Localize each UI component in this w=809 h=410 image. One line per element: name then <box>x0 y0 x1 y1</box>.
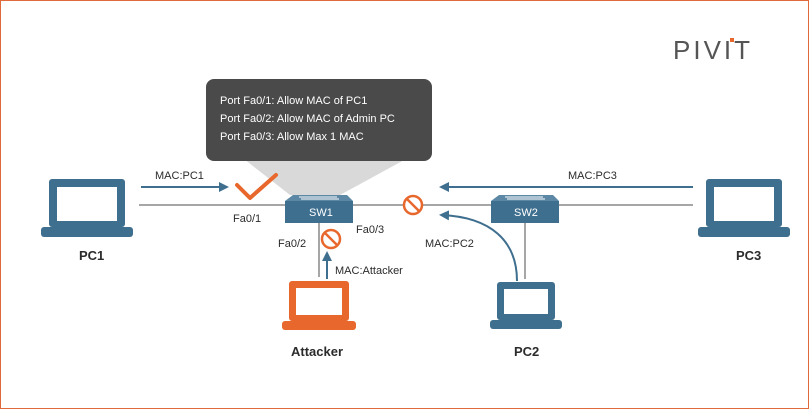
logo-text: PIVIT <box>673 35 753 65</box>
tooltip-line-3: Port Fa0/3: Allow Max 1 MAC <box>220 131 364 143</box>
tooltip-line-1: Port Fa0/1: Allow MAC of PC1 <box>220 95 367 107</box>
tooltip-box <box>206 79 432 161</box>
pc2-label: PC2 <box>514 344 539 359</box>
pc1-laptop-icon <box>41 179 133 237</box>
blocked-fa02-icon <box>320 228 342 250</box>
tooltip-line-2: Port Fa0/2: Allow MAC of Admin PC <box>220 113 395 125</box>
sw1-switch-icon: SW1 <box>285 195 353 223</box>
pc2-flow-arrow <box>439 210 518 282</box>
attacker-laptop-icon <box>282 281 356 330</box>
logo-accent-dot <box>730 38 734 42</box>
port-fa02-label: Fa0/2 <box>278 238 306 250</box>
attacker-flow-label: MAC:Attacker <box>335 265 403 277</box>
sw1-label: SW1 <box>309 207 333 219</box>
port-fa03-label: Fa0/3 <box>356 224 384 236</box>
pc3-flow-label: MAC:PC3 <box>568 170 617 182</box>
pc2-flow-label: MAC:PC2 <box>425 238 474 250</box>
allowed-check-icon <box>235 173 278 200</box>
sw2-switch-icon: SW2 <box>491 195 559 223</box>
pc3-laptop-icon <box>698 179 790 237</box>
port-security-tooltip: Port Fa0/1: Allow MAC of PC1 Port Fa0/2:… <box>206 79 432 161</box>
pc3-label: PC3 <box>736 248 761 263</box>
pc1-label: PC1 <box>79 248 104 263</box>
blocked-fa03-icon <box>402 194 424 216</box>
pc2-laptop-icon <box>490 282 562 329</box>
pc1-flow-label: MAC:PC1 <box>155 170 204 182</box>
port-fa01-label: Fa0/1 <box>233 213 261 225</box>
sw2-label: SW2 <box>514 207 538 219</box>
attacker-label: Attacker <box>291 344 343 359</box>
tooltip-cone <box>244 159 406 195</box>
pivit-logo: PIVIT <box>673 35 753 65</box>
